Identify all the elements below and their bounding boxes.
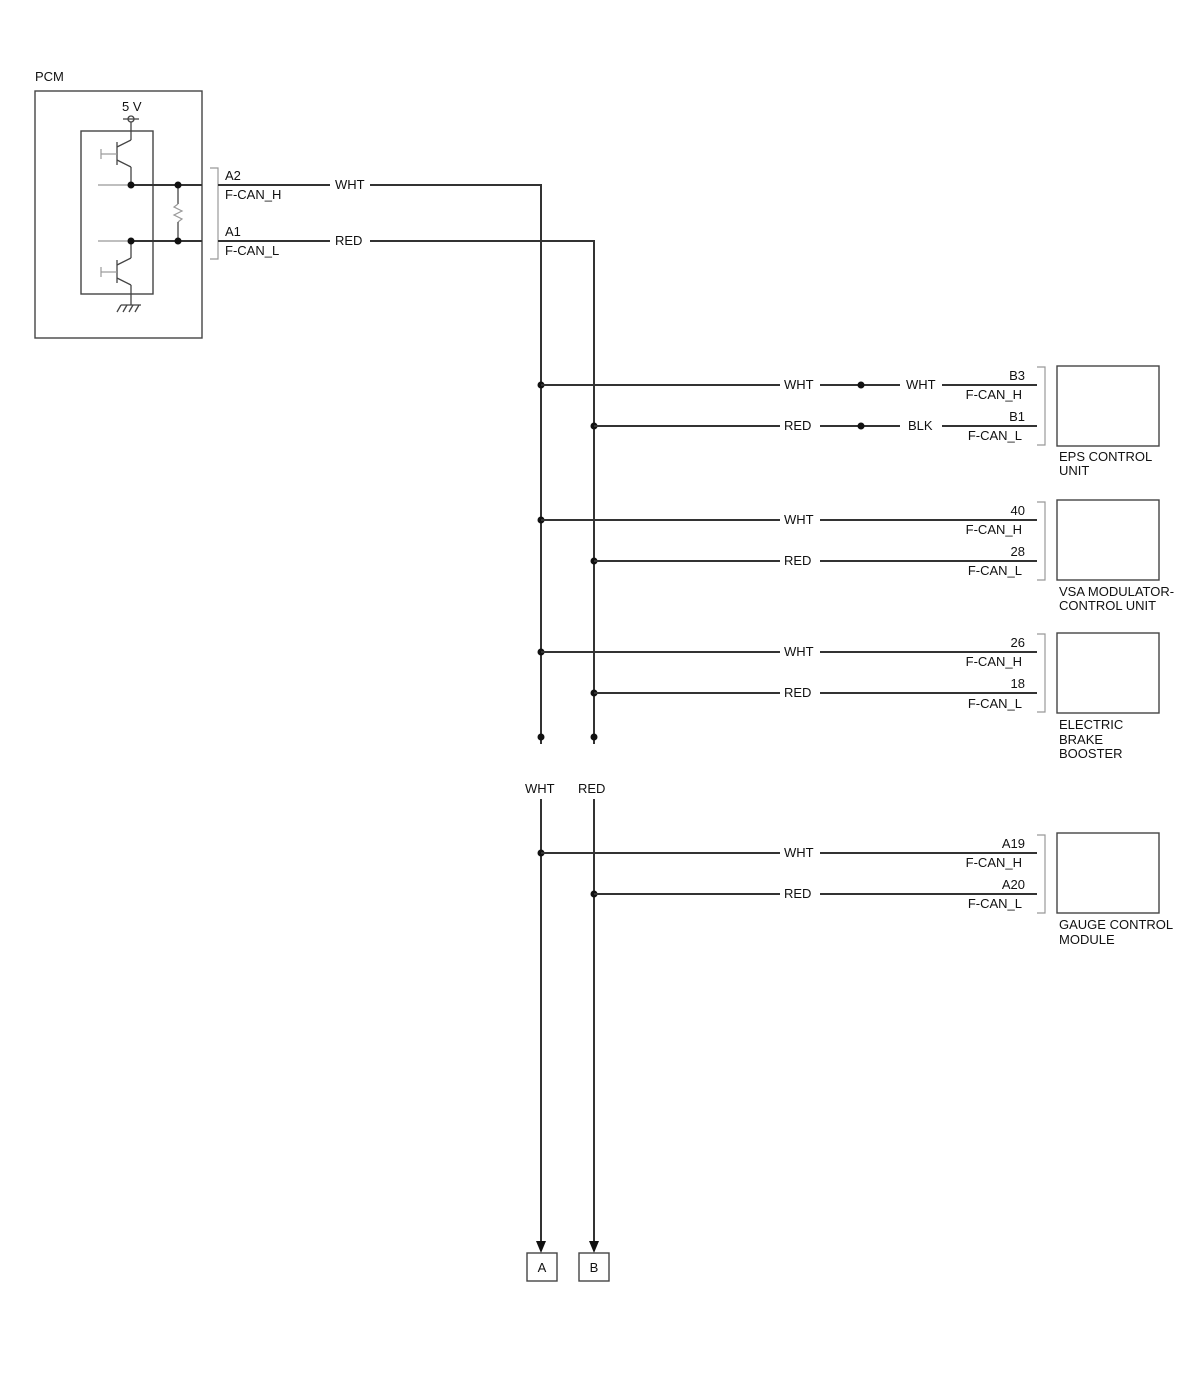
pcm-connector-bracket xyxy=(210,167,219,260)
pcm-low-wire-color: RED xyxy=(335,233,362,248)
gauge-high-wire-color: WHT xyxy=(784,845,814,860)
vsa-signal-high: F-CAN_H xyxy=(966,522,1022,537)
vsa-name-line-1: VSA MODULATOR- xyxy=(1059,584,1174,599)
eps-pin-low: B1 xyxy=(1009,409,1025,424)
vsa-name-line-2: CONTROL UNIT xyxy=(1059,598,1156,613)
low-trunk-wire-color: RED xyxy=(578,781,605,796)
eps-high-wire2-color: WHT xyxy=(906,377,936,392)
pcm-high-wire-color: WHT xyxy=(335,177,365,192)
eps-pin-high: B3 xyxy=(1009,368,1025,383)
low-trunk-wire xyxy=(370,240,595,1242)
vsa-pin-high: 40 xyxy=(1011,503,1025,518)
gauge-name-line-2: MODULE xyxy=(1059,932,1115,947)
pcm-pin-a1: A1 xyxy=(225,224,241,239)
high-trunk-break-dot xyxy=(537,733,545,741)
ebb-name-line-3: BOOSTER xyxy=(1059,746,1123,761)
ebb-name-line-2: BRAKE xyxy=(1059,732,1103,747)
pcm-transceiver-circuit xyxy=(98,115,202,313)
eps-name-line-2: UNIT xyxy=(1059,463,1089,478)
pcm-label: PCM xyxy=(35,69,64,84)
eps-signal-low: F-CAN_L xyxy=(968,428,1022,443)
vsa-signal-low: F-CAN_L xyxy=(968,563,1022,578)
ebb-high-wire-color: WHT xyxy=(784,644,814,659)
eps-name-line-1: EPS CONTROL xyxy=(1059,449,1152,464)
connector-a: A xyxy=(526,1252,558,1282)
connector-b: B xyxy=(578,1252,610,1282)
ebb-pin-high: 26 xyxy=(1011,635,1025,650)
gauge-pin-high: A19 xyxy=(1002,836,1025,851)
module-electric-brake-booster: WHT 26 F-CAN_H RED 18 F-CAN_L ELECTRIC B… xyxy=(537,632,1160,761)
vsa-pin-low: 28 xyxy=(1011,544,1025,559)
pcm-signal-can-l: F-CAN_L xyxy=(225,243,279,258)
ebb-name-line-1: ELECTRIC xyxy=(1059,717,1123,732)
connector-a-label: A xyxy=(538,1260,547,1275)
gauge-name-line-1: GAUGE CONTROL xyxy=(1059,917,1173,932)
vsa-low-wire-color: RED xyxy=(784,553,811,568)
eps-signal-high: F-CAN_H xyxy=(966,387,1022,402)
vsa-high-wire-color: WHT xyxy=(784,512,814,527)
ebb-signal-high: F-CAN_H xyxy=(966,654,1022,669)
trunk-label-gap xyxy=(510,744,620,799)
gauge-pin-low: A20 xyxy=(1002,877,1025,892)
pcm-signal-can-h: F-CAN_H xyxy=(225,187,281,202)
ebb-low-wire-color: RED xyxy=(784,685,811,700)
gauge-low-wire-color: RED xyxy=(784,886,811,901)
module-vsa-modulator-control-unit: WHT 40 F-CAN_H RED 28 F-CAN_L VSA MODULA… xyxy=(537,499,1174,613)
high-trunk-arrow xyxy=(536,1241,546,1253)
eps-low-wire2-color: BLK xyxy=(908,418,933,433)
connector-b-label: B xyxy=(590,1260,599,1275)
high-trunk-wire xyxy=(370,184,542,1242)
gauge-signal-high: F-CAN_H xyxy=(966,855,1022,870)
eps-low-wire-color: RED xyxy=(784,418,811,433)
high-trunk-wire-color: WHT xyxy=(525,781,555,796)
low-trunk-break-dot xyxy=(590,733,598,741)
module-gauge-control-module: WHT A19 F-CAN_H RED A20 F-CAN_L GAUGE CO… xyxy=(537,832,1173,947)
pcm-pin-a2: A2 xyxy=(225,168,241,183)
pcm-supply-label: 5 V xyxy=(122,99,142,114)
ebb-signal-low: F-CAN_L xyxy=(968,696,1022,711)
gauge-signal-low: F-CAN_L xyxy=(968,896,1022,911)
eps-high-wire-color: WHT xyxy=(784,377,814,392)
ebb-pin-low: 18 xyxy=(1011,676,1025,691)
module-eps-control-unit: WHT WHT B3 F-CAN_H RED BLK B1 F-CAN_L EP… xyxy=(537,365,1160,478)
low-trunk-arrow xyxy=(589,1241,599,1253)
